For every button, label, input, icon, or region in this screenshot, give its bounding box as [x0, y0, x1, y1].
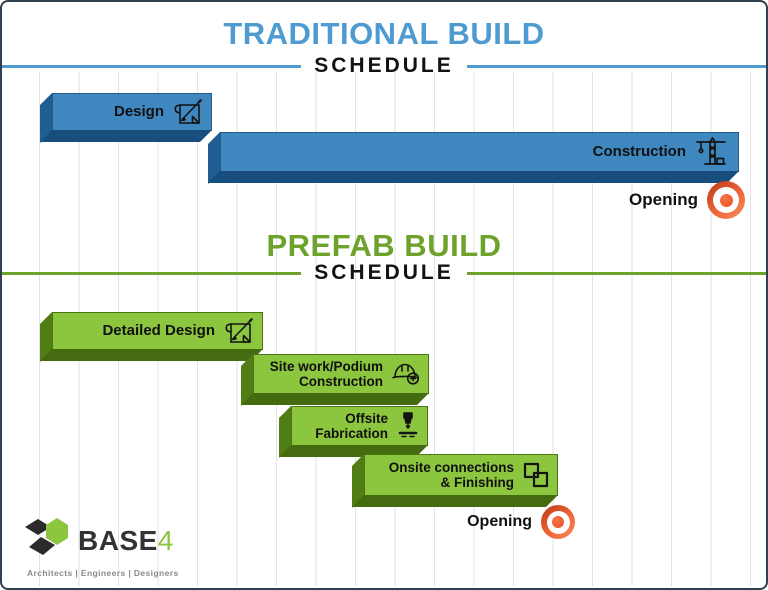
fabrication-icon	[396, 411, 420, 441]
blueprint-icon	[172, 96, 204, 128]
traditional-subtitle: SCHEDULE	[314, 54, 454, 77]
base4-logo: BASE4 Architects | Engineers | Designers	[24, 516, 179, 578]
overlap-squares-icon	[522, 461, 550, 489]
bar-onsite-line1: Onsite connections	[388, 459, 514, 475]
brand-text: BASE	[78, 524, 158, 556]
brand-tagline: Architects | Engineers | Designers	[27, 568, 179, 578]
subtitle-rule-right	[466, 64, 766, 68]
brand-suffix: 4	[157, 524, 174, 556]
traditional-subtitle-row: SCHEDULE	[2, 54, 766, 78]
bar-site-work-line1: Site work/Podium	[269, 358, 383, 374]
bar-design-label: Design	[113, 102, 164, 120]
blueprint-icon	[223, 315, 255, 347]
opening-prefab: Opening	[467, 505, 575, 539]
bar-offsite-label: Offsite Fabrication	[315, 411, 388, 441]
bar-detailed-design: Detailed Design	[52, 312, 263, 350]
prefab-subtitle-row: SCHEDULE	[2, 261, 766, 285]
bar-offsite-line2: Fabrication	[315, 426, 388, 441]
bar-detailed-design-label: Detailed Design	[102, 321, 215, 339]
bar-offsite-line1: Offsite	[345, 410, 388, 426]
prefab-subtitle: SCHEDULE	[314, 261, 454, 284]
crane-icon	[694, 135, 728, 169]
prefab-title: PREFAB BUILD	[266, 228, 502, 263]
bar-onsite-line2: & Finishing	[440, 475, 515, 490]
traditional-title: TRADITIONAL BUILD	[223, 16, 545, 51]
bar-onsite-connections: Onsite connections & Finishing	[364, 454, 558, 496]
target-icon	[541, 505, 575, 539]
bar-construction-label: Construction	[592, 142, 686, 160]
opening-traditional: Opening	[629, 181, 745, 219]
bar-offsite-fabrication: Offsite Fabrication	[291, 406, 428, 446]
bar-onsite-label: Onsite connections & Finishing	[389, 460, 514, 490]
subtitle-rule-right	[466, 271, 766, 275]
opening-prefab-label: Opening	[467, 513, 532, 530]
opening-traditional-label: Opening	[629, 190, 698, 209]
base4-logo-mark-icon	[24, 516, 72, 565]
bar-site-work: Site work/Podium Construction	[253, 354, 429, 394]
bar-site-work-label: Site work/Podium Construction	[270, 359, 383, 389]
brand-wordmark: BASE4	[78, 524, 174, 556]
subtitle-rule-left	[2, 271, 302, 275]
bar-site-work-line2: Construction	[299, 374, 383, 389]
subtitle-rule-left	[2, 64, 302, 68]
bar-design: Design	[52, 93, 212, 131]
hardhat-icon	[391, 360, 421, 388]
bar-construction: Construction	[220, 132, 739, 172]
target-icon	[707, 181, 745, 219]
